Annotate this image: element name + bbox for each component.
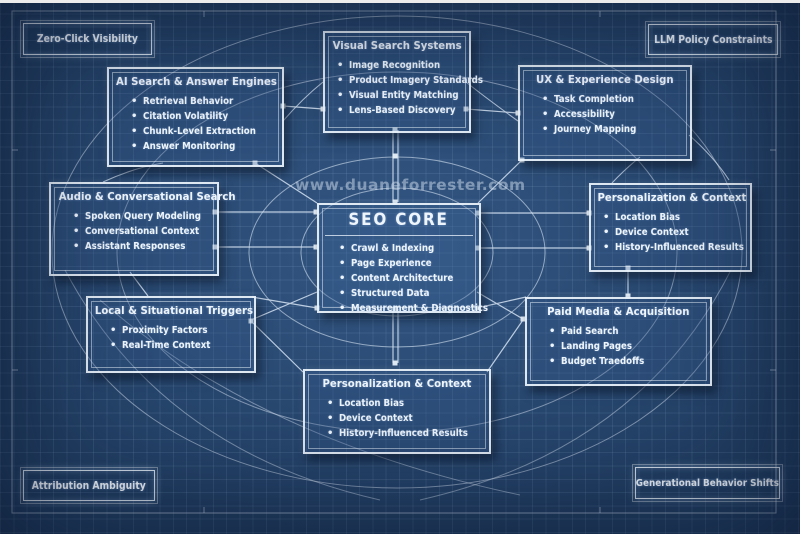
box-title: SEO CORE — [325, 210, 473, 236]
bullet-item: Answer Monitoring — [131, 141, 282, 152]
bullet-item: Landing Pages — [549, 341, 710, 352]
node-box-paid-media: Paid Media & Acquisition Paid SearchLand… — [525, 297, 712, 386]
node-square — [392, 199, 398, 205]
node-box-audio-search: Audio & Conversational Search Spoken Que… — [49, 182, 236, 276]
bullet-item: Journey Mapping — [542, 124, 690, 135]
corner-label-generational: Generational Behavior Shifts — [632, 464, 783, 502]
bullet-item: Real-Time Context — [110, 340, 254, 351]
bullet-item: Location Bias — [327, 398, 489, 409]
node-box-seo-core: SEO CORE Crawl & IndexingPage Experience… — [317, 203, 488, 314]
bullet-item: Lens-Based Discovery — [337, 105, 469, 116]
bullet-item: Visual Entity Matching — [337, 90, 469, 101]
bullet-item: Page Experience — [339, 258, 479, 269]
bullet-item: Device Context — [603, 227, 750, 238]
box-title: Visual Search Systems — [332, 39, 462, 52]
bullet-list: Location BiasDevice ContextHistory-Influ… — [591, 212, 750, 253]
bullet-item: History-Influenced Results — [603, 242, 750, 253]
bullet-list: Proximity FactorsReal-Time Context — [88, 325, 254, 351]
node-square — [475, 210, 481, 216]
bullet-item: Content Architecture — [339, 273, 479, 284]
bullet-item: Crawl & Indexing — [339, 243, 479, 254]
node-box-local-triggers: Local & Situational Triggers Proximity F… — [86, 296, 256, 373]
corner-label-attribution: Attribution Ambiguity — [20, 467, 158, 504]
bullet-item: Structured Data — [339, 288, 479, 299]
box-title: UX & Experience Design — [536, 73, 674, 86]
bullet-item: Chunk-Level Extraction — [131, 126, 282, 137]
box-title: Audio & Conversational Search — [58, 190, 236, 203]
node-square — [520, 316, 526, 322]
bullet-item: History-Influenced Results — [327, 428, 489, 439]
bullet-item: Task Completion — [542, 94, 690, 105]
node-square — [313, 209, 319, 215]
node-square — [625, 265, 631, 271]
bullet-item: Conversational Context — [73, 226, 217, 237]
node-box-personalization-right: Personalization & Context Location BiasD… — [589, 183, 752, 272]
node-box-personalization-bottom: Personalization & Context Location BiasD… — [303, 369, 491, 454]
bullet-item: Proximity Factors — [110, 325, 254, 336]
top-edge-strip — [0, 0, 800, 3]
node-box-visual-search: Visual Search Systems Image RecognitionP… — [323, 31, 483, 133]
corner-label-text: Generational Behavior Shifts — [635, 477, 780, 489]
bullet-list: Task CompletionAccessibilityJourney Mapp… — [520, 94, 690, 135]
box-title: Personalization & Context — [322, 377, 472, 390]
node-square — [252, 160, 258, 166]
box-title: Paid Media & Acquisition — [547, 305, 690, 318]
bullet-item: Image Recognition — [337, 60, 469, 71]
corner-label-text: Zero-Click Visibility — [36, 33, 139, 45]
bullet-list: Location BiasDevice ContextHistory-Influ… — [305, 398, 489, 439]
node-box-ai-search: AI Search & Answer Engines Retrieval Beh… — [107, 67, 284, 167]
corner-label-llm-policy: LLM Policy Constraints — [645, 21, 781, 58]
sweep-arcs — [64, 269, 732, 501]
bullet-item: Accessibility — [542, 109, 690, 120]
bullet-item: Paid Search — [549, 326, 710, 337]
node-square — [313, 244, 319, 250]
box-title: Personalization & Context — [597, 191, 747, 204]
bullet-item: Product Imagery Standards — [337, 75, 483, 86]
node-square — [248, 318, 254, 324]
watermark-text: www.duaneforrester.com — [295, 176, 526, 194]
bullet-item: Device Context — [327, 413, 489, 424]
node-square — [392, 127, 398, 133]
node-square — [392, 153, 398, 159]
node-box-ux-design: UX & Experience Design Task CompletionAc… — [518, 65, 692, 161]
corner-label-zero-click: Zero-Click Visibility — [20, 20, 155, 58]
bullet-item: Citation Volatility — [131, 111, 282, 122]
box-title: Local & Situational Triggers — [94, 304, 253, 317]
bullet-item: Measurement & Diagnostics — [339, 303, 488, 314]
bullet-list: Crawl & IndexingPage ExperienceContent A… — [319, 243, 488, 314]
node-square — [625, 293, 631, 299]
bullet-list: Retrieval BehaviorCitation VolatilityChu… — [109, 96, 282, 152]
bullet-item: Retrieval Behavior — [131, 96, 282, 107]
bullet-list: Spoken Query ModelingConversational Cont… — [51, 211, 217, 252]
box-title: AI Search & Answer Engines — [115, 75, 277, 88]
frame-border — [11, 10, 777, 514]
bullet-list: Paid SearchLanding PagesBudget Traedoffs — [527, 326, 710, 367]
bullet-item: Spoken Query Modeling — [73, 211, 217, 222]
node-square — [392, 360, 398, 366]
connector-lines — [129, 105, 629, 373]
corner-label-text: Attribution Ambiguity — [31, 479, 146, 492]
bullet-item: Budget Traedoffs — [549, 356, 710, 367]
bullet-list: Image RecognitionProduct Imagery Standar… — [325, 60, 483, 116]
corner-label-text: LLM Policy Constraints — [653, 33, 773, 46]
bullet-item: Assistant Responses — [73, 241, 217, 252]
bullet-item: Location Bias — [603, 212, 750, 223]
